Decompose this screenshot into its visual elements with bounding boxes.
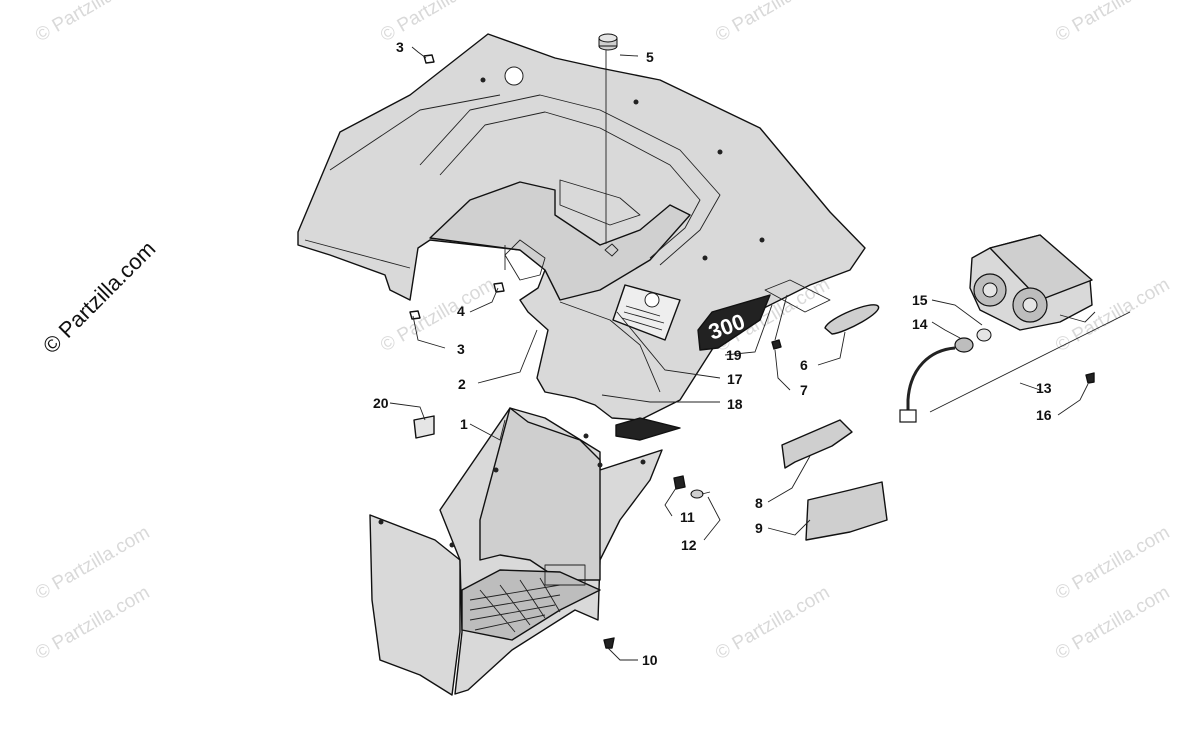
callout-1: 1 [460,416,468,432]
callout-3a: 3 [396,39,404,55]
callout-3b: 3 [457,341,465,357]
nut [673,475,686,490]
pad [781,419,853,469]
callout-13: 13 [1036,380,1052,396]
callout-19: 19 [726,347,742,363]
watermark: © Partzilla.com [712,0,833,46]
nut [771,339,782,350]
bulb-socket-harness [899,337,974,423]
callout-8: 8 [755,495,763,511]
callout-9: 9 [755,520,763,536]
plug [598,33,618,51]
screw [1085,372,1095,384]
bulb [976,328,992,342]
callout-17: 17 [727,371,743,387]
callout-6: 6 [800,357,808,373]
watermark: © Partzilla.com [1052,0,1173,46]
callout-5: 5 [646,49,654,65]
callout-2: 2 [458,376,466,392]
clip-nut [423,54,435,64]
callout-7: 7 [800,382,808,398]
callout-labels: 3 5 4 3 2 20 1 19 17 18 6 7 8 9 11 12 10… [373,39,1052,668]
screw [603,637,615,649]
callout-14: 14 [912,316,928,332]
callout-15: 15 [912,292,928,308]
side-watermark: © Partzilla.com [38,236,161,359]
callout-12: 12 [681,537,697,553]
callout-11: 11 [680,509,695,525]
callout-4: 4 [457,303,465,319]
clip-nut [409,310,421,320]
label [413,415,435,439]
callout-20: 20 [373,395,389,411]
watermark: © Partzilla.com [712,582,833,664]
leader-lines [389,46,1089,661]
tail-light-assembly [969,234,1096,331]
reflector [824,304,880,335]
callout-10: 10 [642,652,658,668]
callout-16: 16 [1036,407,1052,423]
clip [493,282,505,293]
watermark: © Partzilla.com [32,0,153,46]
footwell-guard [369,407,663,696]
bolt [690,489,711,499]
rear-fender: 300 [297,33,866,441]
pad [805,481,888,541]
callout-18: 18 [727,396,743,412]
